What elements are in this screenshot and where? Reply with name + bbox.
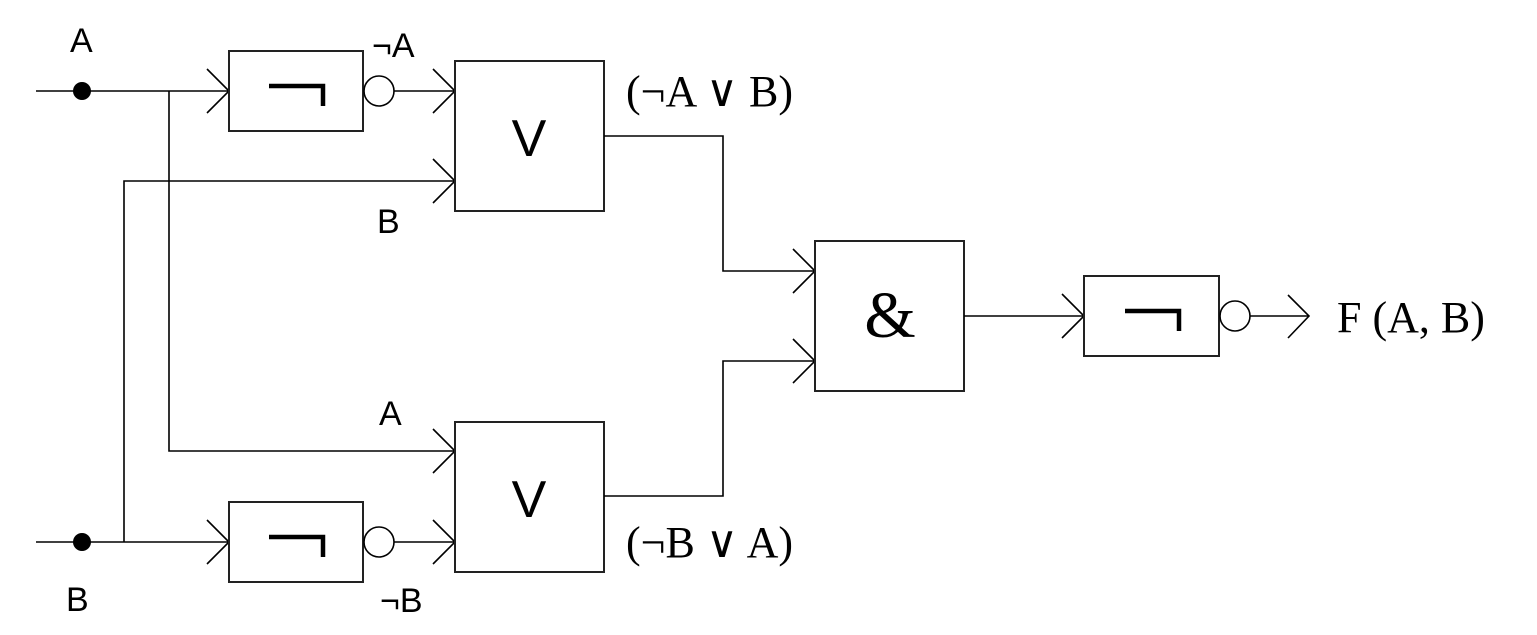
- wire-b-branch-to-top-or: [123, 180, 455, 542]
- output-arrow-icon: [1287, 294, 1311, 339]
- wire-or-top-to-and: [604, 135, 815, 272]
- or-gate-bottom: V A (¬B ∨ A): [379, 360, 815, 573]
- not-gate-a-box: [228, 50, 364, 132]
- or-bottom-a-input-label: A: [379, 395, 402, 433]
- not-a-output-label: ¬A: [372, 27, 415, 65]
- not-symbol-icon: [1125, 308, 1182, 331]
- input-a-node-dot: [73, 82, 91, 100]
- inversion-bubble-icon: [363, 526, 395, 558]
- not-gate-output-box: [1083, 275, 1220, 357]
- or-gate-top: V B (¬A ∨ B): [377, 60, 815, 272]
- wire-a-branch-to-bottom-or: [168, 91, 455, 452]
- or-top-b-input-label: B: [377, 203, 400, 241]
- and-gate-box: [814, 240, 965, 392]
- not-symbol-icon: [269, 534, 326, 557]
- or-gate-bottom-box: [454, 421, 605, 573]
- input-b: B: [36, 180, 455, 619]
- not-gate-b: ¬B: [206, 501, 455, 620]
- not-b-output-label: ¬B: [380, 582, 423, 620]
- not-gate-b-box: [228, 501, 364, 583]
- input-a-label: A: [70, 22, 93, 60]
- not-gate-output: F (A, B): [1061, 275, 1485, 357]
- or-top-expression: (¬A ∨ B): [626, 67, 793, 116]
- inversion-bubble-icon: [363, 75, 395, 107]
- wire-or-bottom-to-and: [604, 360, 815, 497]
- and-symbol: &: [864, 279, 915, 352]
- input-a: A: [36, 22, 455, 452]
- input-b-node-dot: [73, 533, 91, 551]
- not-symbol-icon: [269, 83, 326, 106]
- input-b-label: B: [66, 581, 89, 619]
- or-symbol: V: [512, 471, 547, 529]
- or-bottom-expression: (¬B ∨ A): [626, 518, 793, 567]
- or-gate-top-box: [454, 60, 605, 212]
- inversion-bubble-icon: [1219, 300, 1251, 332]
- final-output-expression: F (A, B): [1337, 293, 1485, 342]
- or-symbol: V: [512, 110, 547, 168]
- not-gate-a: ¬A: [206, 27, 455, 132]
- and-gate: &: [792, 240, 1084, 392]
